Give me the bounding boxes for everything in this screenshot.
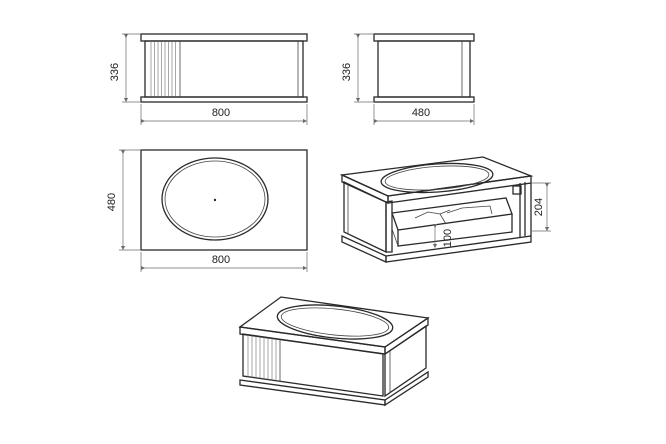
top-view: 480 800	[106, 149, 308, 272]
top-slab-outline	[140, 149, 308, 251]
side-height-label: 336	[341, 63, 353, 81]
side-body	[377, 40, 471, 98]
top-width-label: 800	[212, 254, 230, 266]
front-width-label: 800	[212, 107, 230, 119]
top-depth-label: 480	[106, 193, 118, 211]
iso-closed-view	[238, 296, 430, 407]
front-view: 336 800	[109, 33, 308, 125]
iso-open-view: 100 204	[339, 156, 551, 264]
iso-drawer-depth-label: 100	[442, 229, 454, 247]
front-top-slab	[140, 33, 308, 42]
iso-open-top	[339, 156, 534, 197]
side-base	[373, 96, 475, 103]
front-base	[140, 96, 308, 103]
front-height-label: 336	[109, 63, 121, 81]
basin-outline	[161, 157, 269, 241]
side-view: 336 480	[341, 33, 475, 125]
front-fluted-panel	[150, 42, 176, 96]
side-top-slab	[373, 33, 475, 42]
iso-fluted-panel	[247, 335, 277, 381]
side-width-label: 480	[412, 107, 430, 119]
iso-height-label: 204	[533, 198, 545, 216]
